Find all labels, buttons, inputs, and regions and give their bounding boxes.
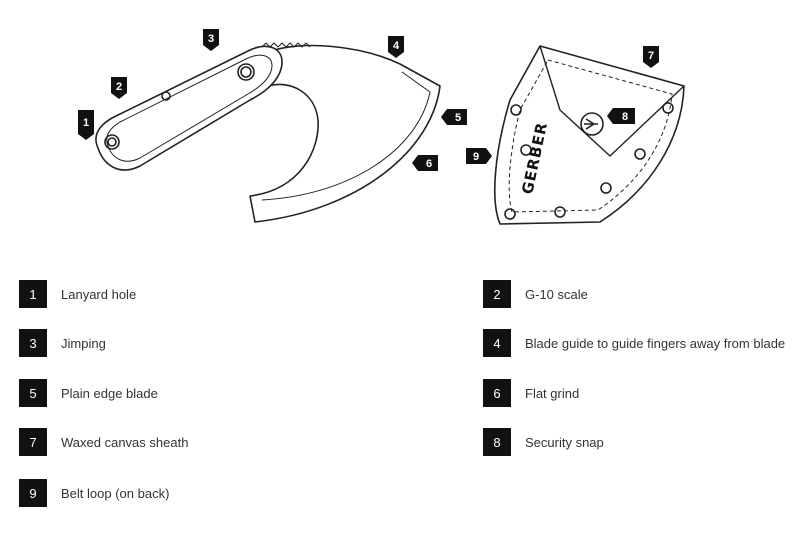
svg-text:6: 6 <box>426 158 432 170</box>
svg-text:3: 3 <box>208 33 214 45</box>
legend-item: 2 G-10 scale <box>483 280 588 308</box>
legend-label: Flat grind <box>525 385 580 401</box>
svg-text:1: 1 <box>83 117 89 129</box>
svg-text:5: 5 <box>455 112 461 124</box>
callout-9: 9 <box>466 148 492 164</box>
handle <box>95 45 283 171</box>
handle-pin <box>237 63 255 81</box>
legend-number-badge: 2 <box>483 280 511 308</box>
legend-label: Blade guide to guide fingers away from b… <box>525 335 786 351</box>
legend-label: Jimping <box>61 335 106 351</box>
legend-number-badge: 3 <box>19 329 47 357</box>
legend-number-badge: 9 <box>19 479 47 507</box>
callout-4: 4 <box>388 36 404 58</box>
legend-label: G-10 scale <box>525 286 588 302</box>
legend-number-badge: 6 <box>483 379 511 407</box>
legend-item: 1 Lanyard hole <box>19 280 136 308</box>
svg-text:7: 7 <box>648 50 654 62</box>
callout-3: 3 <box>203 29 219 51</box>
sheath-illustration: GERBER <box>494 45 685 225</box>
legend-item: 8 Security snap <box>483 428 604 456</box>
legend-item: 4 Blade guide to guide fingers away from… <box>483 329 785 357</box>
security-snap <box>580 112 604 136</box>
knife-illustration <box>95 42 441 223</box>
legend-item: 3 Jimping <box>19 329 106 357</box>
lanyard-hole <box>104 134 120 150</box>
callout-7: 7 <box>643 46 659 68</box>
blade <box>249 44 441 223</box>
legend-item: 7 Waxed canvas sheath <box>19 428 188 456</box>
knife-diagram: GERBER 1 2 3 4 5 6 7 8 9 <box>78 29 685 225</box>
legend-number-badge: 1 <box>19 280 47 308</box>
callout-1: 1 <box>78 110 94 140</box>
legend-item: 5 Plain edge blade <box>19 379 158 407</box>
sheath-stitching <box>508 59 673 213</box>
svg-text:2: 2 <box>116 81 122 93</box>
legend-label: Lanyard hole <box>61 286 137 302</box>
g10-scale-outline <box>106 54 273 162</box>
legend-label: Belt loop (on back) <box>61 485 170 501</box>
flat-grind-line <box>261 71 431 201</box>
legend-number-badge: 8 <box>483 428 511 456</box>
legend-number-badge: 4 <box>483 329 511 357</box>
legend-label: Waxed canvas sheath <box>61 434 189 450</box>
legend-label: Plain edge blade <box>61 385 158 401</box>
jimping <box>261 42 311 48</box>
legend-item: 6 Flat grind <box>483 379 579 407</box>
svg-text:9: 9 <box>473 151 479 163</box>
svg-text:8: 8 <box>622 111 628 123</box>
svg-text:4: 4 <box>393 40 400 52</box>
callout-8: 8 <box>607 108 635 124</box>
callout-6: 6 <box>412 155 438 171</box>
legend-number-badge: 7 <box>19 428 47 456</box>
legend-item: 9 Belt loop (on back) <box>19 479 169 507</box>
handle-pin <box>161 91 171 101</box>
legend-number-badge: 5 <box>19 379 47 407</box>
callout-2: 2 <box>111 77 127 99</box>
legend-label: Security snap <box>525 434 604 450</box>
callout-5: 5 <box>441 109 467 125</box>
